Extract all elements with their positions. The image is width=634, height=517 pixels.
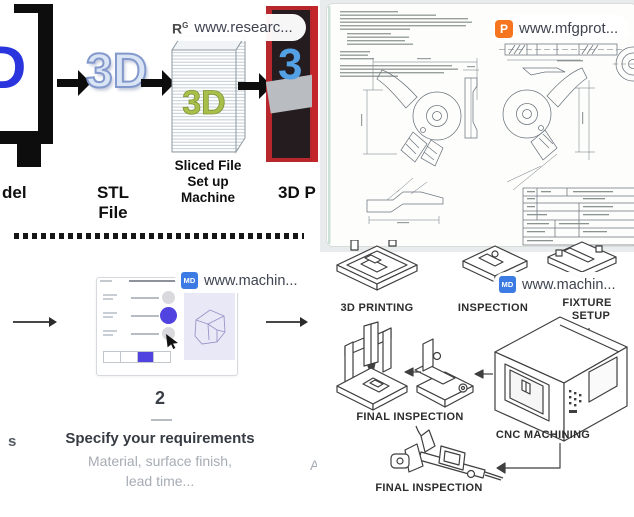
source-domain: www.mfgprot... — [519, 20, 619, 37]
source-domain: www.machin... — [204, 272, 298, 289]
label-final-inspection-bottom: FINAL INSPECTION — [375, 482, 482, 494]
segmented-buttons[interactable] — [103, 351, 171, 363]
source-badge-md-right[interactable]: MD www.machin... — [493, 272, 627, 297]
mfgproto-logo-icon: P — [495, 19, 513, 38]
monitor-frame-top — [14, 4, 52, 13]
bottom-view — [366, 177, 444, 224]
option-circle[interactable] — [162, 327, 175, 340]
cnc-machine-drawing — [494, 316, 628, 442]
label-3d-printing: 3D PRINTING — [341, 302, 414, 314]
segment-button[interactable] — [104, 352, 121, 362]
source-badge-md-left[interactable]: MD www.machin... — [175, 268, 309, 293]
left-text-fragment: s — [8, 433, 17, 450]
drawing-notes-textblock — [340, 11, 472, 77]
md-logo-icon: MD — [499, 276, 516, 293]
stl-file-3d-word: 3D — [85, 44, 148, 99]
md-logo-icon: MD — [181, 272, 198, 289]
label-sliced-line1: Sliced File — [174, 158, 242, 173]
form-label-bar — [103, 316, 113, 318]
label-sliced-line2: Set up — [187, 174, 229, 189]
sliced-file-block: 3D — [170, 34, 248, 163]
cmm-machine-drawing — [336, 321, 408, 411]
printed-object: 3 — [278, 40, 303, 89]
label-final-inspection-top: FINAL INSPECTION — [356, 411, 463, 423]
section-view — [499, 43, 623, 62]
step-subtitle-line2: lead time... — [125, 473, 195, 489]
option-circle-selected[interactable] — [160, 307, 177, 324]
label-inspection: INSPECTION — [458, 302, 528, 314]
form-field-line[interactable] — [131, 315, 159, 317]
part-preview-panel — [184, 292, 235, 360]
panel-3d-printing-process: D 3D 3D — [0, 0, 320, 247]
arrow-left-icon — [474, 369, 493, 379]
fixtured-part-drawing — [414, 338, 474, 408]
fixture-setup-icon — [547, 241, 617, 279]
form-label-bar — [103, 334, 113, 336]
step-arrow-left-icon — [13, 317, 57, 327]
drawing-sheet — [326, 3, 634, 247]
right-text-fragment: A — [310, 457, 317, 473]
form-field-line[interactable] — [131, 297, 159, 299]
label-stl-file: STL File — [96, 183, 130, 222]
step-arrow-right-icon — [266, 317, 308, 327]
segment-button-active[interactable] — [137, 352, 155, 362]
dashed-border-line — [14, 233, 304, 239]
part-wireframe — [194, 309, 226, 345]
aux-view — [522, 67, 566, 76]
title-block — [522, 187, 634, 246]
elbow-arrow — [496, 443, 561, 474]
option-circle[interactable] — [162, 291, 175, 304]
card-header-label — [100, 280, 112, 282]
form-label-bar — [103, 298, 113, 300]
form-label-bar — [103, 294, 117, 296]
label-fixture: FIXTURE — [562, 297, 611, 309]
monitor-frame-right — [38, 4, 53, 143]
panel-quote-step: 2 Specify your requirements Material, su… — [0, 247, 317, 517]
label-sliced-file: Sliced File Set up Machine — [170, 158, 246, 206]
technical-drawing — [328, 6, 634, 246]
source-badge-researchgate[interactable]: RG www.researc... — [166, 14, 306, 41]
panel-manufacturing-workflow: 3D PRINTING INSPECTION FIXTURE SETUP CNC… — [317, 240, 634, 517]
3d-printing-icon — [336, 240, 418, 291]
flow-arrow-icon — [57, 70, 91, 96]
segment-button[interactable] — [121, 352, 138, 362]
circular-detail-view — [613, 46, 634, 82]
source-domain: www.researc... — [194, 19, 293, 36]
step-number: 2 — [154, 388, 165, 408]
mouse-cursor-icon — [166, 334, 179, 354]
monitor-frame-bottom — [0, 131, 53, 144]
calipers-drawing — [390, 429, 504, 481]
panel-engineering-drawing: P www.mfgprot... — [320, 0, 634, 252]
monitor-stand — [17, 144, 41, 167]
form-label-bar — [103, 330, 117, 332]
source-badge-mfgproto[interactable]: P www.mfgprot... — [489, 15, 630, 42]
main-view-right — [502, 59, 595, 191]
arrow-left-icon — [404, 367, 421, 377]
step-divider — [151, 419, 172, 421]
label-3d-printing-fragment: 3D P — [278, 183, 316, 202]
label-setup: SETUP — [572, 310, 610, 322]
main-view-left — [361, 58, 478, 167]
label-sliced-line3: Machine — [180, 190, 235, 205]
step-title: Specify your requirements — [65, 430, 255, 447]
requirements-form-card — [96, 277, 238, 376]
form-label-bar — [103, 312, 117, 314]
side-profile-view — [463, 66, 479, 139]
label-cnc-machining: CNC MACHINING — [496, 429, 590, 441]
monitor-screen-letter: D — [0, 34, 27, 101]
source-domain: www.machin... — [522, 276, 616, 293]
printer-frame-strip — [312, 6, 318, 162]
label-3d-model-fragment: del — [2, 183, 27, 202]
researchgate-logo-icon: RG — [172, 20, 189, 37]
segment-button[interactable] — [154, 352, 170, 362]
form-field-line[interactable] — [131, 333, 159, 335]
workflow-diagram: 3D PRINTING INSPECTION FIXTURE SETUP CNC… — [336, 240, 628, 494]
sliced-3d-word: 3D — [182, 84, 225, 122]
step-subtitle-line1: Material, surface finish, — [88, 453, 232, 469]
